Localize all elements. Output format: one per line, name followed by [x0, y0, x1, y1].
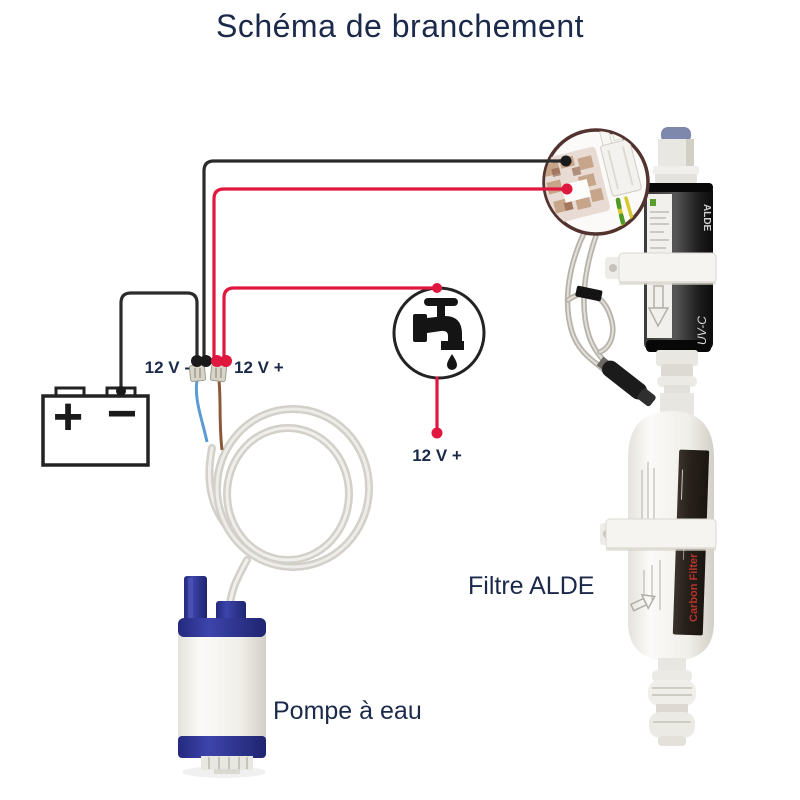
- pump-brown-lead: [217, 379, 224, 451]
- uv-bottom-fitting: [656, 350, 698, 397]
- carbon-neck: [660, 393, 694, 415]
- battery-negative-wire: [119, 291, 199, 393]
- connector-negative-dot: [560, 155, 572, 167]
- tap-icon: [413, 298, 464, 370]
- battery-plus-symbol: +: [53, 388, 83, 446]
- cable-tie: [575, 285, 603, 302]
- page-title: Schéma de branchement: [215, 8, 585, 44]
- crimp-connector-positive: [209, 364, 228, 383]
- tap-supply-label: 12 V +: [412, 446, 462, 465]
- tap-supply-dot: [431, 427, 443, 439]
- pump-top-band: [178, 618, 266, 637]
- pump-inlet-spout: [184, 576, 207, 624]
- negative-wire-to-connector: [202, 159, 568, 360]
- negative-terminal-dot: [191, 355, 203, 367]
- carbon-mount-clamp: [600, 518, 717, 551]
- connector-detail-circle: [542, 128, 650, 236]
- filter-caption: Filtre ALDE: [468, 572, 595, 600]
- wiring: [119, 159, 569, 434]
- carbon-flow-arrow-icon: [629, 593, 656, 612]
- connector-positive-dot: [561, 183, 573, 195]
- positive-terminal-dot: [211, 355, 223, 367]
- terminal-positive-label: 12 V +: [234, 358, 284, 377]
- carbon-small-print: [641, 462, 661, 610]
- positive-wire-to-tap: [222, 286, 439, 360]
- battery-symbol: + −: [41, 385, 150, 467]
- terminal-negative-label: 12 V -: [144, 358, 190, 377]
- tap-top-dot: [432, 283, 442, 293]
- supply-terminals: [188, 355, 232, 451]
- pump-caption: Pompe à eau: [273, 697, 422, 725]
- pump-bottom-band: [178, 736, 266, 758]
- water-pump: [178, 576, 266, 778]
- uv-power-cable-bundle: [564, 228, 656, 407]
- carbon-filter-text: Carbon Filter: [688, 553, 700, 622]
- uv-mount-clamp: [605, 252, 717, 285]
- tap-circle: [392, 286, 486, 380]
- quick-connect-coupler: [648, 658, 696, 746]
- terminal-block: [545, 146, 611, 224]
- filter-assembly: ALDE UV-C Carbon Filter: [564, 127, 717, 746]
- pump-cable-coil: [205, 405, 373, 618]
- pump-body: [178, 630, 266, 742]
- uv-type-text: UV-C: [695, 316, 709, 345]
- inline-lamp-connector: [596, 356, 656, 407]
- pump-blue-lead: [194, 379, 209, 443]
- uv-brand-text: ALDE: [701, 204, 712, 232]
- battery-terminal-dot: [116, 386, 126, 396]
- flow-arrow-icon: [647, 285, 670, 328]
- positive-wire-to-connector: [212, 187, 569, 360]
